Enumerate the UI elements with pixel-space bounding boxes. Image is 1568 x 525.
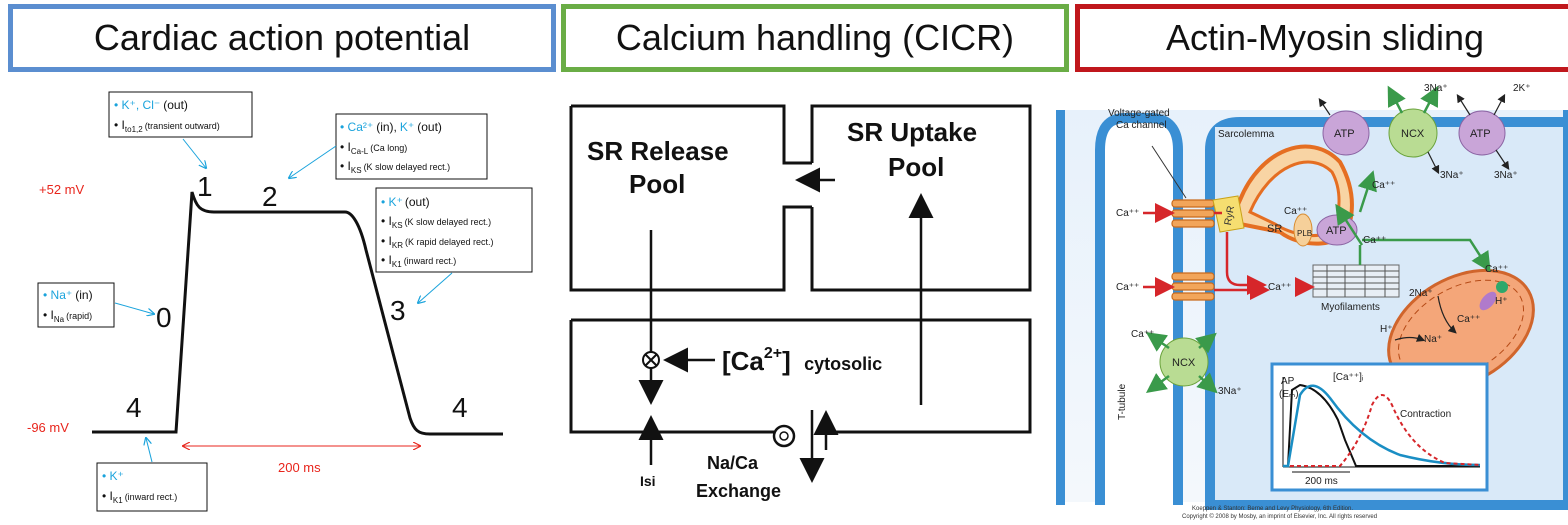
header-calcium-handling: Calcium handling (CICR) (561, 4, 1069, 72)
inset-ap-label: AP (1281, 376, 1295, 387)
naca-line1: Na/Ca (707, 453, 759, 473)
phase-2-label: 2 (262, 181, 278, 212)
inset-contraction-label: Contraction (1400, 409, 1451, 420)
sr-uptake-line2: Pool (888, 152, 944, 182)
cicr-panel: SR Release Pool SR Uptake Pool [Ca2+] cy… (569, 104, 1032, 501)
sr-release-line1: SR Release (587, 136, 729, 166)
svg-text:• Ca²⁺(in),K⁺(out): • Ca²⁺(in),K⁺(out) (340, 120, 442, 134)
citation-line1: Koeppen & Stanton: Berne and Levy Physio… (1192, 506, 1353, 512)
atp-label-left: ATP (1334, 128, 1355, 140)
myofilaments-label: Myofilaments (1321, 302, 1380, 313)
svg-text:• IKS(K slow delayed rect.): • IKS(K slow delayed rect.) (381, 214, 491, 230)
vgcc-label-1: Voltage-gated (1108, 108, 1170, 119)
phase-1-label: 1 (197, 171, 213, 202)
cicr-diagram (569, 104, 1032, 483)
cytosolic-ca-label: [Ca2+] cytosolic (722, 345, 882, 376)
isi-label: Isi (640, 473, 656, 489)
phase4-current-box: • K⁺ • IK1(inward rect.) (96, 462, 208, 512)
svg-text:RyR: RyR (1223, 205, 1237, 226)
ap-trace (92, 191, 503, 436)
plb-label: PLB (1297, 229, 1312, 238)
inset-em-label: (Eₘ) (1279, 389, 1299, 400)
na3-mid-label: 3Na⁺ (1440, 170, 1464, 181)
svg-text:• K⁺, Cl⁻(out): • K⁺, Cl⁻(out) (114, 98, 188, 112)
phase-4-left-label: 4 (126, 392, 142, 423)
inset-200ms-label: 200 ms (1305, 476, 1338, 487)
citation-line2: Copyright © 2008 by Mosby, an imprint of… (1182, 513, 1377, 520)
sr-uptake-line1: SR Uptake (847, 117, 977, 147)
ca-mito-in-label: Ca⁺⁺ (1457, 314, 1480, 325)
sarcolemma-label: Sarcolemma (1218, 129, 1275, 140)
phase2-current-box: • Ca²⁺(in),K⁺(out) • ICa-L(Ca long) • IK… (335, 113, 488, 180)
na3-ncx-label: 3Na⁺ (1218, 386, 1242, 397)
header-cardiac-ap: Cardiac action potential (8, 4, 556, 72)
svg-text:• Na⁺(in): • Na⁺(in) (43, 288, 93, 302)
ca-left-1: Ca⁺⁺ (1116, 208, 1139, 219)
header-title: Calcium handling (CICR) (615, 17, 1015, 58)
phase-0-label: 0 (156, 302, 172, 333)
header-title: Cardiac action potential (93, 17, 471, 58)
k2-top-label: 2K⁺ (1513, 83, 1531, 94)
ca-mid-label: Ca⁺⁺ (1268, 282, 1291, 293)
ca-sr-label: Ca⁺⁺ (1284, 206, 1307, 217)
sr-label: SR (1267, 223, 1282, 235)
phase0-current-box: • Na⁺(in) • INa(rapid) (37, 282, 115, 328)
phase3-current-box: • K⁺(out) • IKS(K slow delayed rect.) • … (375, 187, 533, 273)
svg-text:• IKR(K rapid delayed rect.): • IKR(K rapid delayed rect.) (381, 234, 494, 250)
myocyte-panel: RyR (1056, 83, 1568, 520)
ca-left-2: Ca⁺⁺ (1116, 282, 1139, 293)
na3-right-label: 3Na⁺ (1494, 170, 1518, 181)
na-label-mito: Na⁺ (1424, 334, 1442, 345)
svg-text:• IKS(K slow delayed rect.): • IKS(K slow delayed rect.) (340, 159, 450, 175)
duration-label: 200 ms (278, 460, 321, 475)
svg-text:• K⁺(out): • K⁺(out) (381, 195, 430, 209)
naca-line2: Exchange (696, 481, 781, 501)
ca-cyt-label: Ca⁺⁺ (1363, 235, 1386, 246)
atp-sr-label: ATP (1326, 225, 1347, 237)
phase-3-label: 3 (390, 295, 406, 326)
vmax-label: +52 mV (39, 182, 84, 197)
myocyte-figure: RyR (1056, 85, 1568, 510)
ttubule-label: T-tubule (1117, 383, 1128, 420)
header-actin-myosin: Actin-Myosin sliding (1075, 4, 1568, 72)
na2-label: 2Na⁺ (1409, 288, 1433, 299)
ca-ncx-label: Ca⁺⁺ (1372, 180, 1395, 191)
ncx-label-top: NCX (1401, 128, 1425, 140)
exchanger-pump-icon (772, 424, 796, 448)
header-title: Actin-Myosin sliding (1165, 17, 1485, 58)
atp-label-right: ATP (1470, 128, 1491, 140)
inset-cai-label: [Ca⁺⁺]ᵢ (1333, 372, 1364, 383)
h-label-mito: H⁺ (1495, 296, 1508, 307)
vmin-label: -96 mV (27, 420, 69, 435)
release-valve-icon (642, 351, 660, 369)
svg-text:• K⁺: • K⁺ (102, 469, 124, 483)
na3-top-label: 3Na⁺ (1424, 83, 1448, 94)
phase-4-right-label: 4 (452, 392, 468, 423)
ncx-label-bottom: NCX (1172, 357, 1196, 369)
action-potential-panel: +52 mV -96 mV 1 2 0 3 4 4 200 ms • K⁺, C… (27, 91, 533, 512)
sr-release-line2: Pool (629, 169, 685, 199)
ca-mito-label: Ca⁺⁺ (1485, 264, 1508, 275)
phase1-current-box: • K⁺, Cl⁻(out) • Ito1,2(transient outwar… (108, 91, 253, 138)
h-label-left: H⁺ (1380, 324, 1393, 335)
ca-ncx-bottom: Ca⁺⁺ (1131, 329, 1154, 340)
vgcc-label-2: Ca channel (1116, 120, 1167, 131)
